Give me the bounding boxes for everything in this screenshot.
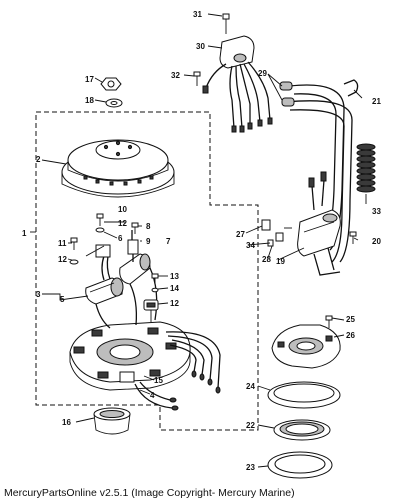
callout-1: 1: [22, 229, 27, 238]
callout-35: 34: [246, 241, 255, 250]
callout-28: 27: [236, 230, 245, 239]
retainer-ring-24: [267, 451, 333, 479]
callout-5: 5: [60, 295, 65, 304]
callout-13: 12: [170, 299, 179, 308]
trigger-sensor: [143, 299, 159, 322]
callout-12-lower: 12: [58, 255, 67, 264]
lead-clip: [343, 79, 359, 97]
trigger-housing: [271, 315, 341, 369]
callout-33: 32: [171, 71, 180, 80]
callout-8: 8: [146, 222, 151, 231]
ignition-coil-right: [297, 171, 341, 276]
callout-24: 23: [246, 463, 255, 472]
callout-16: 15: [154, 376, 163, 385]
stator-plate: [69, 321, 221, 411]
callout-3: 3: [36, 290, 41, 299]
callout-14: 13: [170, 272, 179, 281]
callout-10: 10: [118, 205, 127, 214]
callout-26: 25: [346, 315, 355, 324]
callout-2: 2: [36, 155, 41, 164]
callout-11: 11: [58, 239, 67, 248]
callout-20: 19: [276, 257, 285, 266]
callout-labels: 31 30 32 17 18 29 21 33 20 27 34 28 19 2…: [22, 10, 381, 472]
leader-lines: [30, 13, 367, 468]
callout-31: 30: [196, 42, 205, 51]
callout-19: 18: [85, 96, 94, 105]
callout-12-upper: 12: [118, 219, 127, 228]
callout-9: 9: [146, 237, 151, 246]
callout-30: 29: [258, 69, 267, 78]
bushing: [93, 407, 131, 435]
callout-29: 28: [262, 255, 271, 264]
spark-plug-boot: [356, 143, 376, 193]
screws-coil: [69, 213, 159, 293]
callout-6: 6: [118, 234, 123, 243]
callout-27: 26: [346, 331, 355, 340]
callout-34: 33: [372, 207, 381, 216]
retainer-ring-23: [273, 419, 331, 441]
callout-23: 22: [246, 421, 255, 430]
callout-21: 20: [372, 237, 381, 246]
callout-17: 16: [62, 418, 71, 427]
callout-7: 7: [166, 237, 171, 246]
callout-22: 21: [372, 97, 381, 106]
flywheel: [61, 139, 175, 198]
callout-25: 24: [246, 382, 255, 391]
switch-box: [202, 13, 273, 133]
terminal-28: [261, 219, 271, 231]
callout-4: 4: [150, 391, 155, 400]
charge-coil: [85, 244, 124, 305]
callout-18: 17: [85, 75, 94, 84]
ignition-coil: [119, 230, 151, 285]
callout-32: 31: [193, 10, 202, 19]
callout-15: 14: [170, 284, 179, 293]
assembly-boundary: [35, 111, 259, 431]
copyright-footer: MercuryPartsOnline v2.5.1 (Image Copyrig…: [4, 487, 295, 499]
retainer-ring-25: [267, 381, 341, 409]
